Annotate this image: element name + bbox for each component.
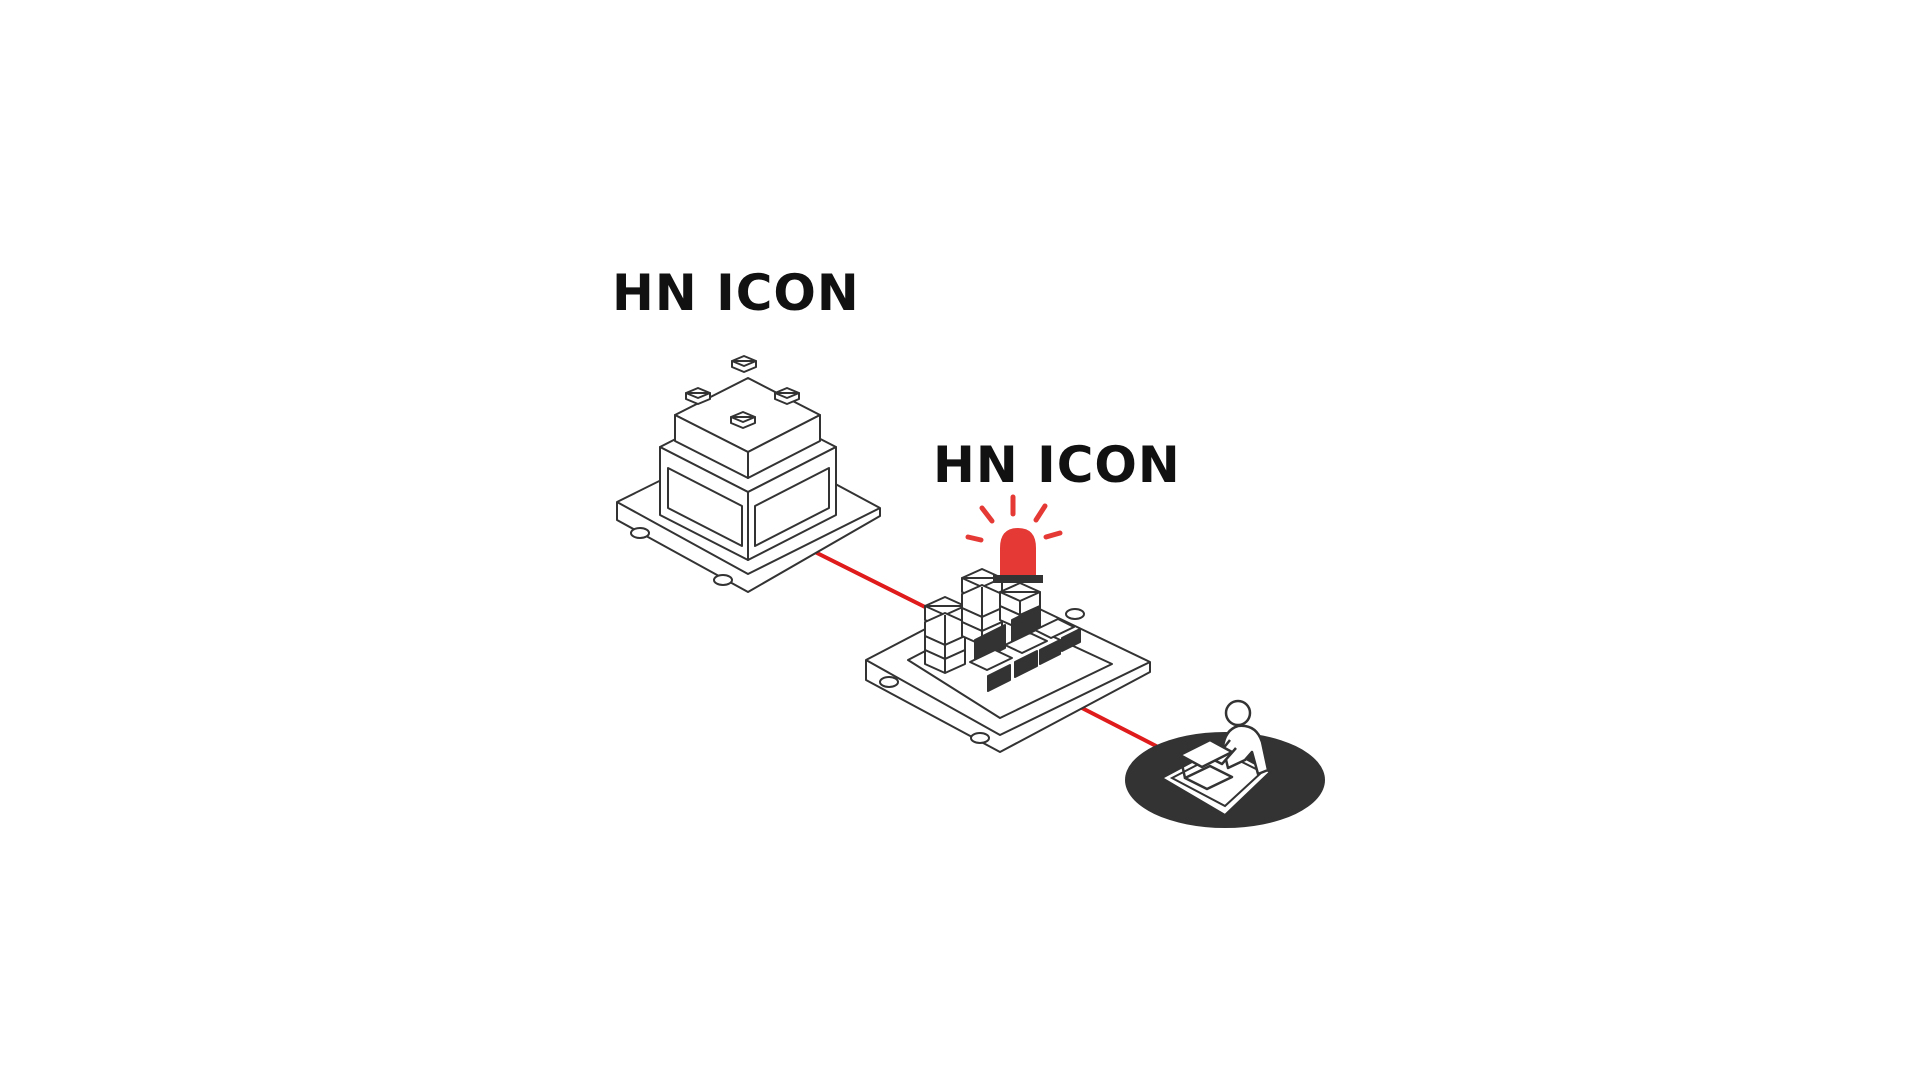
hq-node-label: HN ICON xyxy=(612,264,860,322)
link-datacenter-to-user xyxy=(1079,705,1161,750)
datacenter-node-label: HN ICON xyxy=(933,436,1181,494)
roof-hexagons xyxy=(685,355,800,429)
office-building-icon xyxy=(616,355,881,593)
server-rack-alarm-icon xyxy=(865,494,1151,753)
link-hq-to-datacenter xyxy=(814,550,926,609)
alarm-beacon-icon xyxy=(965,494,1063,583)
laptop-user-icon xyxy=(1125,699,1325,828)
